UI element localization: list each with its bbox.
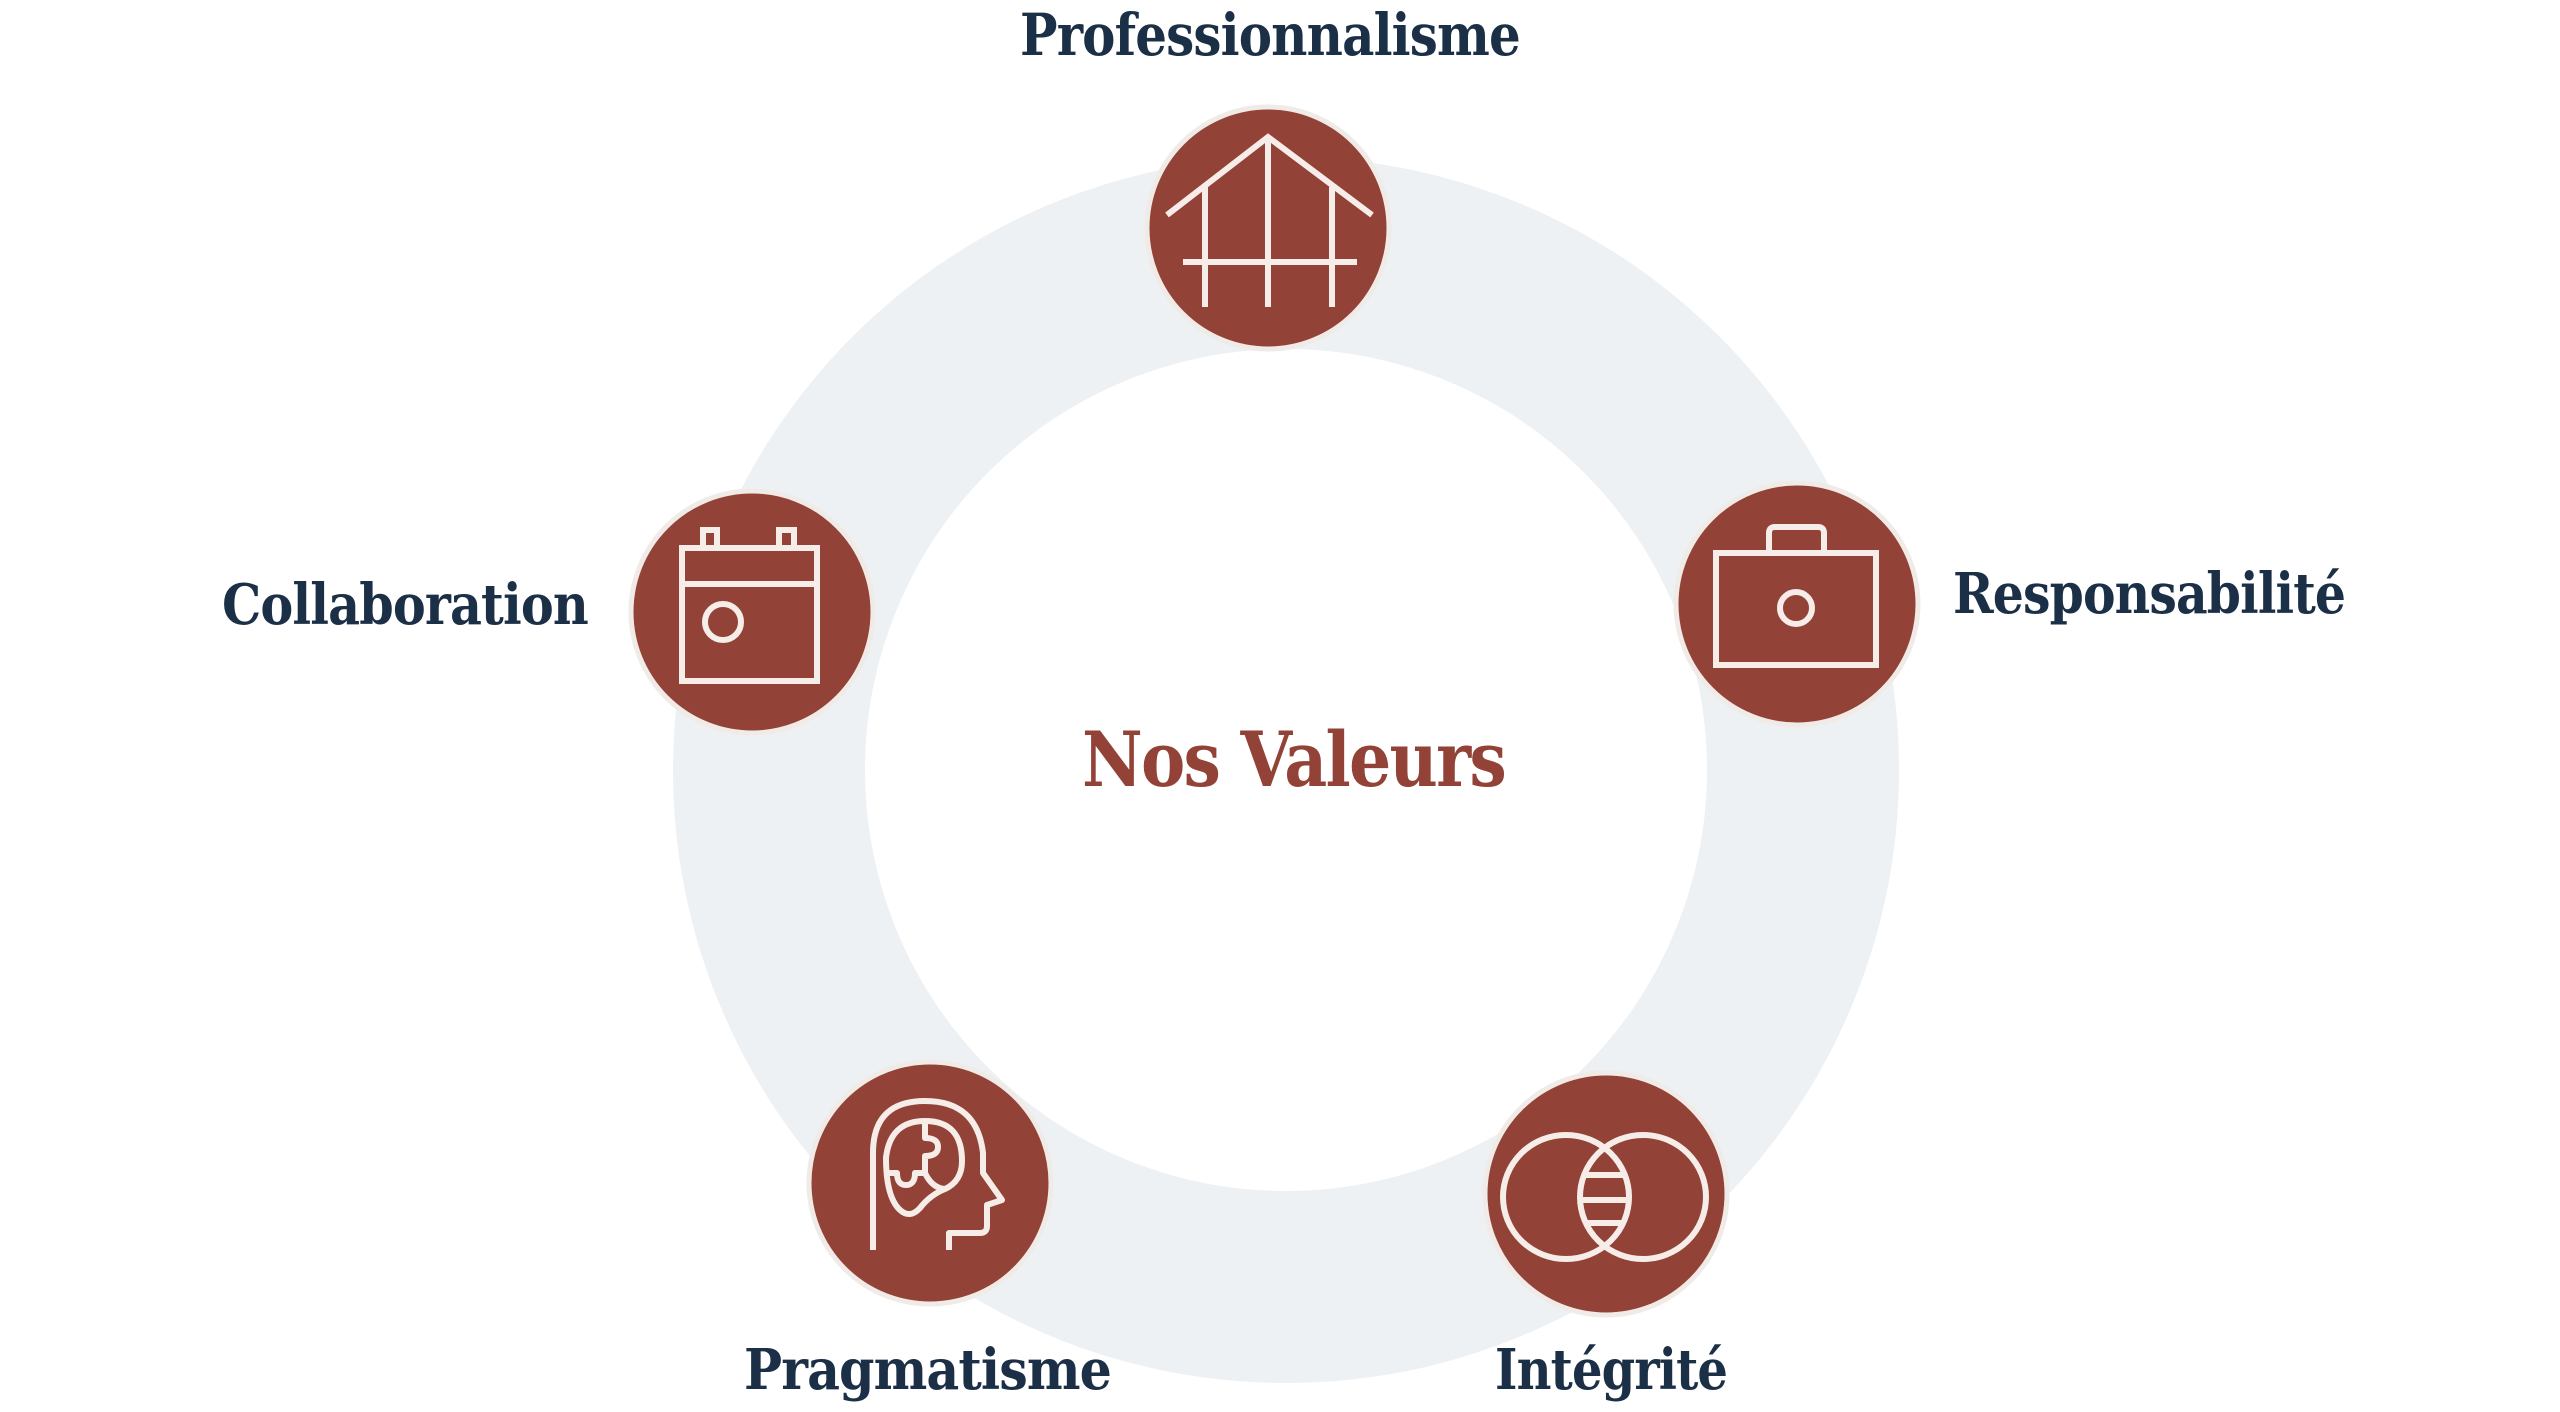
label-responsabilite: Responsabilité <box>1953 561 2346 627</box>
house-frame-icon <box>1165 133 1374 307</box>
node-responsabilite <box>1673 480 1921 728</box>
label-professionnalisme: Professionnalisme <box>1020 1 1521 69</box>
head-puzzle-icon <box>870 1098 1005 1250</box>
node-circle <box>628 488 876 736</box>
node-circle <box>1482 1070 1730 1318</box>
label-collaboration: Collaboration <box>222 572 589 638</box>
label-integrite: Intégrité <box>1495 1337 1728 1403</box>
node-pragmatisme <box>806 1059 1054 1307</box>
label-pragmatisme: Pragmatisme <box>744 1337 1112 1403</box>
node-collaboration <box>628 488 876 736</box>
calendar-icon <box>679 527 820 684</box>
diagram-title: Nos Valeurs <box>1082 715 1507 804</box>
venn-diagram-icon <box>1500 1132 1709 1262</box>
node-professionnalisme <box>1144 104 1392 352</box>
briefcase-icon <box>1713 524 1879 668</box>
node-integrite <box>1482 1070 1730 1318</box>
node-circle <box>1673 480 1921 728</box>
